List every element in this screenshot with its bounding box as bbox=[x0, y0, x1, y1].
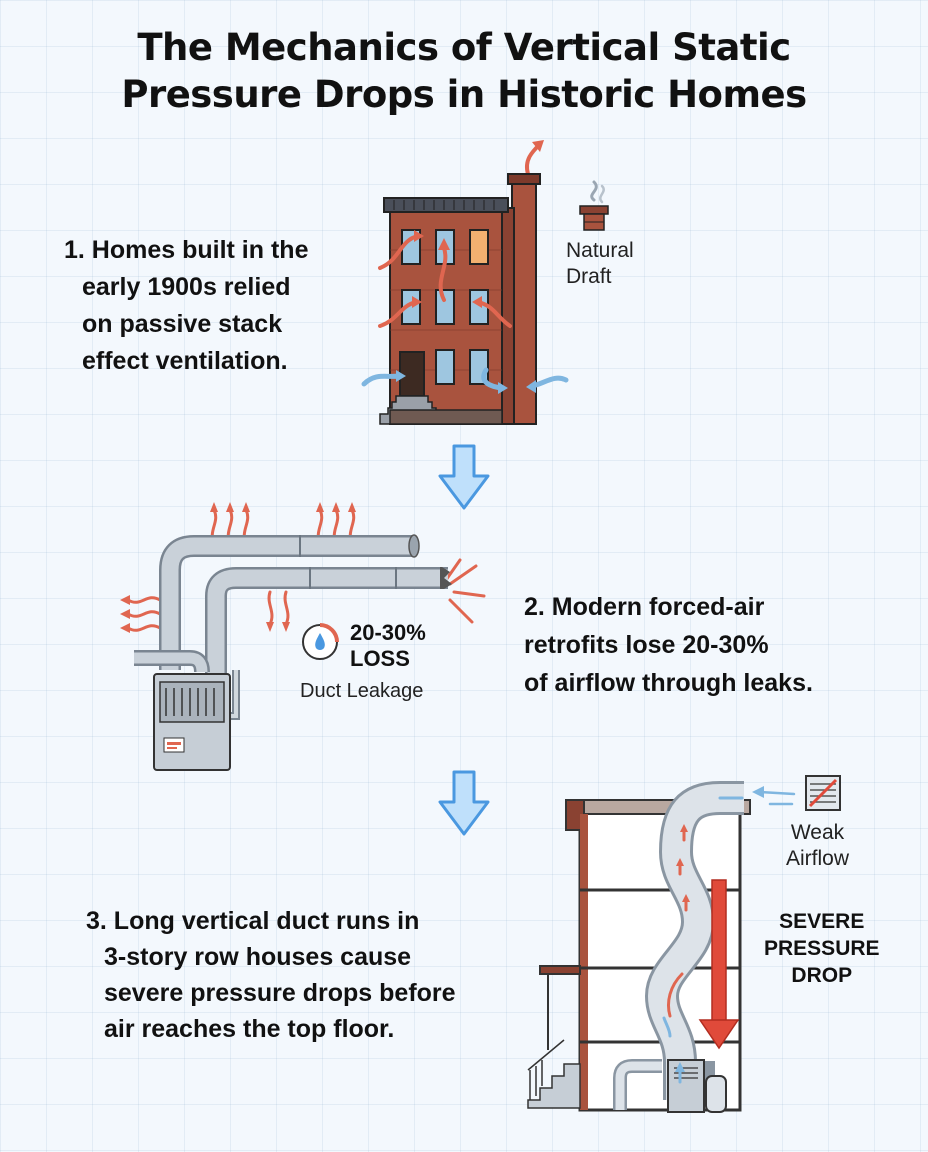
natural-draft-line-2: Draft bbox=[566, 265, 612, 288]
loss-word: LOSS bbox=[350, 646, 410, 671]
loss-percent: 20-30% bbox=[350, 620, 426, 645]
severe-pressure-drop-label: SEVERE PRESSURE DROP bbox=[764, 908, 880, 989]
brick-house-illustration bbox=[361, 140, 569, 425]
step-3-line-1: 3. Long vertical duct runs in bbox=[86, 907, 420, 935]
step-3-line-4: air reaches the top floor. bbox=[104, 1015, 395, 1043]
loss-label: 20-30% LOSS bbox=[350, 620, 426, 672]
chimney-smoke-icon bbox=[579, 180, 609, 231]
severe-line-2: PRESSURE bbox=[764, 937, 880, 960]
porch-steps bbox=[527, 1063, 581, 1109]
flow-arrow-1 bbox=[438, 444, 490, 510]
step-1-line-3: on passive stack bbox=[82, 310, 283, 338]
furnace-duct-illustration bbox=[120, 502, 486, 771]
step-2-text: 2. Modern forced-air retrofits lose 20-3… bbox=[524, 588, 904, 702]
natural-draft-line-1: Natural bbox=[566, 239, 634, 262]
weak-airflow-line-1: Weak bbox=[790, 821, 845, 844]
page-title: The Mechanics of Vertical Static Pressur… bbox=[0, 24, 928, 118]
weak-airflow-label: Weak Airflow bbox=[786, 820, 849, 872]
step-1-line-2: early 1900s relied bbox=[82, 273, 291, 301]
step-1-text: 1. Homes built in the early 1900s relied… bbox=[64, 232, 364, 380]
house-windows bbox=[401, 229, 489, 385]
flow-arrow-2 bbox=[438, 770, 490, 836]
duct-leakage-label: Duct Leakage bbox=[300, 680, 424, 702]
step-1-line-1: 1. Homes built in the bbox=[64, 236, 309, 264]
front-door bbox=[399, 351, 425, 397]
severe-line-3: DROP bbox=[791, 964, 853, 987]
natural-draft-label: Natural Draft bbox=[566, 238, 634, 290]
row-house-cross-section bbox=[527, 775, 841, 1113]
step-3-text: 3. Long vertical duct runs in 3-story ro… bbox=[86, 903, 516, 1047]
step-2-line-1: 2. Modern forced-air bbox=[524, 593, 765, 621]
basement-furnace bbox=[667, 1059, 705, 1113]
cornice bbox=[383, 197, 509, 213]
weak-airflow-line-2: Airflow bbox=[786, 847, 850, 870]
title-line-1: The Mechanics of Vertical Static bbox=[137, 26, 791, 69]
step-3-line-2: 3-story row houses cause bbox=[104, 943, 412, 971]
step-2-line-2: retrofits lose 20-30% bbox=[524, 631, 769, 659]
pressure-drop-arrow bbox=[711, 879, 727, 1031]
title-line-2: Pressure Drops in Historic Homes bbox=[121, 73, 807, 116]
step-2-line-3: of airflow through leaks. bbox=[524, 669, 813, 697]
step-3-line-3: severe pressure drops before bbox=[104, 979, 456, 1007]
severe-line-1: SEVERE bbox=[779, 910, 865, 933]
step-1-line-4: effect ventilation. bbox=[82, 347, 288, 375]
